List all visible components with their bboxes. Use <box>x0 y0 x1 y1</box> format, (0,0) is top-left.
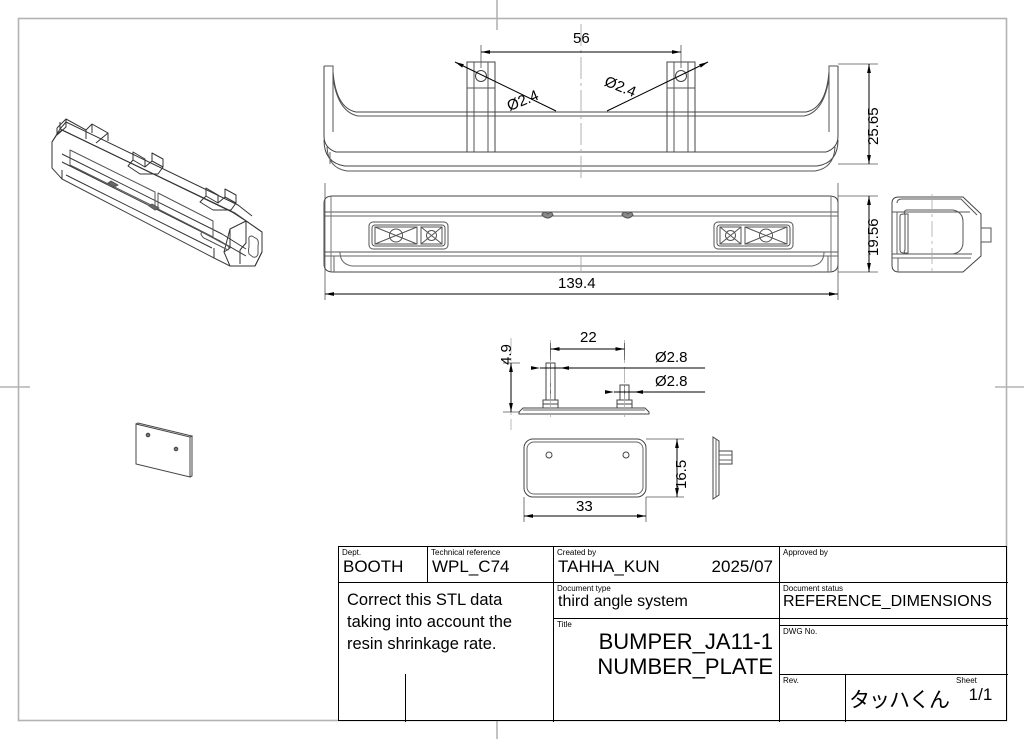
title-block: Dept. BOOTH Technical reference WPL_C74 … <box>338 546 1008 722</box>
tech-ref-value: WPL_C74 <box>432 557 510 576</box>
side-view-bumper <box>891 194 992 275</box>
isometric-bumper-view <box>51 118 263 267</box>
tb-divider <box>779 582 1008 583</box>
dim-22 <box>550 343 625 360</box>
field-dwg-no: DWG No. <box>780 626 1008 674</box>
dim-165 <box>646 438 684 498</box>
note-text: Correct this STL data taking into accoun… <box>347 591 513 653</box>
field-document-type: Document type third angle system <box>554 583 779 618</box>
dim-label-1956: 19.56 <box>865 218 882 256</box>
title-line-1: BUMPER_JA11-1 <box>598 629 773 654</box>
created-by-label: Created by <box>557 548 597 557</box>
title-line-2: NUMBER_PLATE <box>597 654 773 679</box>
tb-divider <box>553 582 779 583</box>
doc-type-value: third angle system <box>558 593 688 610</box>
dim-33 <box>523 497 647 522</box>
field-note: Correct this STL data taking into accoun… <box>339 583 553 722</box>
field-document-status: Document status REFERENCE_DIMENSIONS <box>780 583 1008 625</box>
doc-status-value: REFERENCE_DIMENSIONS <box>783 593 992 610</box>
title-label: Title <box>557 620 572 629</box>
dim-label-1394: 139.4 <box>558 275 596 292</box>
signature-stamp: タッハくん <box>846 675 952 722</box>
dim-label-165: 16.5 <box>673 459 690 489</box>
field-technical-reference: Technical reference WPL_C74 <box>428 547 553 582</box>
rev-label: Rev. <box>783 676 799 685</box>
dim-label-dia28-2: Ø2.8 <box>655 373 688 390</box>
dim-label-22: 22 <box>580 329 597 346</box>
front-view-bumper <box>323 195 839 273</box>
field-sheet: Sheet 1/1 <box>953 675 1008 722</box>
tb-divider <box>779 547 780 722</box>
tb-divider <box>779 674 1008 675</box>
doc-type-label: Document type <box>557 584 611 593</box>
top-view-bumper <box>323 24 839 180</box>
sheet-label: Sheet <box>956 676 977 685</box>
tb-divider <box>553 547 554 722</box>
isometric-number-plate-view <box>135 422 194 478</box>
tb-divider <box>339 582 553 583</box>
dimension-lines <box>324 45 878 522</box>
dim-label-dia28-1: Ø2.8 <box>655 349 688 366</box>
dim-2565 <box>838 63 878 165</box>
created-by-value: TAHHA_KUN <box>558 557 660 576</box>
sheet-value: 1/1 <box>968 685 993 704</box>
dim-1394 <box>324 183 839 300</box>
leader-dia24-left <box>454 61 557 112</box>
doc-status-label: Document status <box>783 584 844 593</box>
tb-divider <box>779 625 1008 626</box>
field-title: Title BUMPER_JA11-1 NUMBER_PLATE <box>554 619 779 722</box>
top-view-number-plate <box>510 338 650 430</box>
signature-text: タッハくん <box>849 687 950 712</box>
created-date: 2025/07 <box>711 557 773 576</box>
tb-divider <box>845 674 846 722</box>
dwg-no-label: DWG No. <box>783 627 818 636</box>
dept-value: BOOTH <box>343 557 404 576</box>
dim-label-49: 4.9 <box>498 344 515 365</box>
front-view-number-plate <box>523 438 647 498</box>
dept-label: Dept. <box>342 548 362 557</box>
dim-56 <box>480 45 682 68</box>
dim-49 <box>503 362 520 413</box>
field-rev: Rev. <box>780 675 845 722</box>
field-dept: Dept. BOOTH <box>339 547 427 582</box>
tb-divider <box>405 674 406 722</box>
dim-label-56: 56 <box>573 30 590 47</box>
field-created-by: Created by TAHHA_KUN 2025/07 <box>554 547 779 582</box>
tech-ref-label: Technical reference <box>431 548 501 557</box>
dim-1956 <box>838 195 878 273</box>
leader-dia24-right <box>606 61 709 112</box>
approved-by-label: Approved by <box>783 548 828 557</box>
field-approved-by: Approved by <box>780 547 1008 582</box>
side-view-number-plate <box>712 436 733 500</box>
tb-divider <box>427 547 428 582</box>
dim-label-33: 33 <box>576 498 593 515</box>
dim-label-2565: 25.65 <box>865 107 882 145</box>
tb-divider <box>553 618 1008 619</box>
